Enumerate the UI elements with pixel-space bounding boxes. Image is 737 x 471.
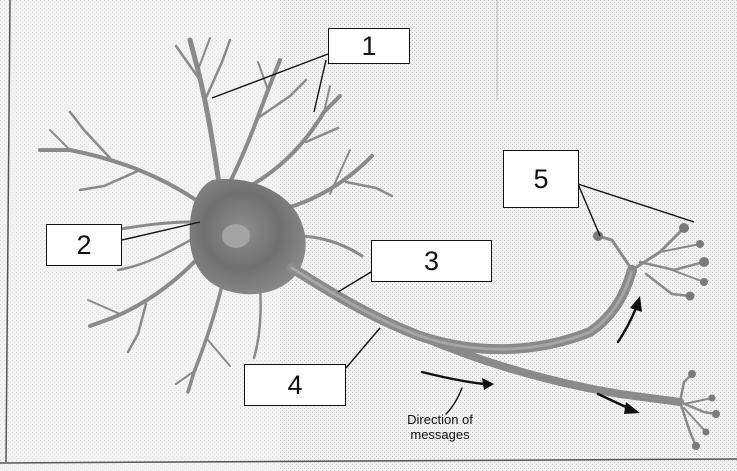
label-box-3: 3 <box>371 240 492 282</box>
label-box-4: 4 <box>244 364 346 406</box>
caption-line-2: messages <box>385 427 495 442</box>
caption-line-1: Direction of <box>385 412 495 427</box>
direction-caption: Direction of messages <box>385 412 495 442</box>
label-box-1: 1 <box>328 28 410 64</box>
nucleus <box>222 224 250 248</box>
label-box-2: 2 <box>46 224 122 266</box>
label-box-5: 5 <box>503 150 579 208</box>
